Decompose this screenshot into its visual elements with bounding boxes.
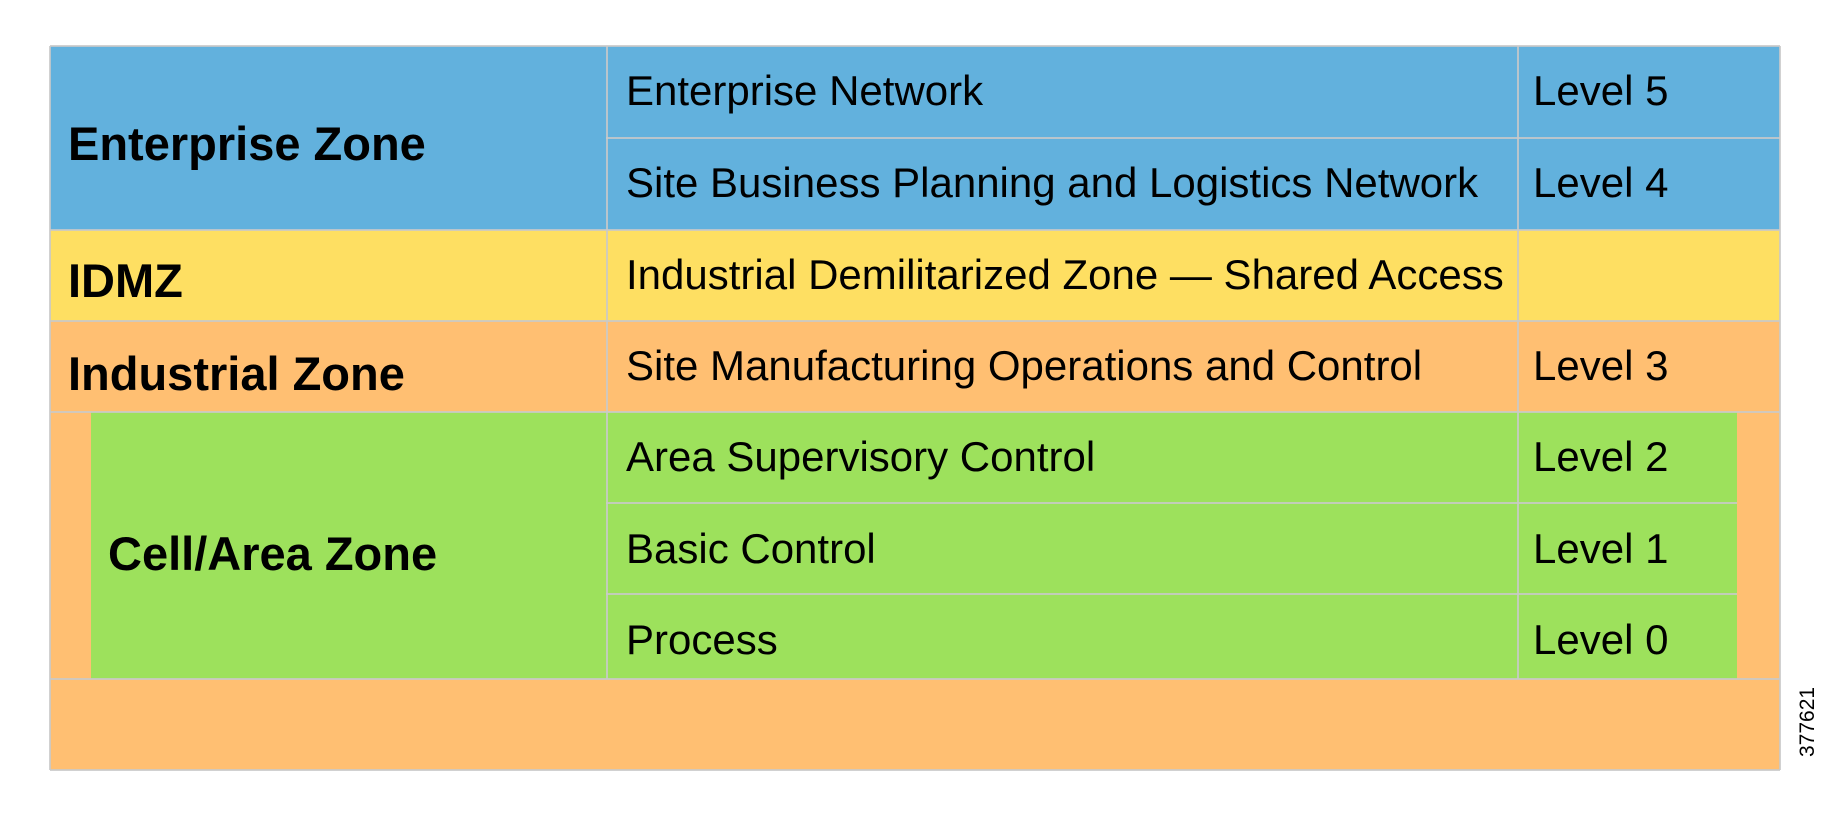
row-name: Enterprise Network	[626, 67, 984, 114]
row-divider	[50, 229, 1780, 231]
figure-id: 377621	[1796, 686, 1819, 757]
column-divider-right	[1517, 46, 1519, 679]
row-divider	[50, 411, 1780, 413]
outer-border-bottom	[50, 769, 1780, 771]
row-level: Level 5	[1533, 67, 1669, 114]
row-name: Industrial Demilitarized Zone — Shared A…	[626, 251, 1504, 298]
idmz-label: IDMZ	[68, 254, 183, 307]
idmz-block	[50, 230, 1780, 321]
row-level: Level 4	[1533, 159, 1669, 206]
row-name: Site Manufacturing Operations and Contro…	[626, 342, 1423, 389]
row-level: Level 2	[1533, 433, 1669, 480]
row-divider	[606, 502, 1737, 504]
outer-border-top	[50, 45, 1780, 47]
row-name: Site Business Planning and Logistics Net…	[626, 159, 1479, 206]
cell-area-zone-label: Cell/Area Zone	[108, 527, 438, 580]
row-divider	[606, 137, 1780, 139]
industrial-zone-label: Industrial Zone	[68, 347, 405, 400]
row-level: Level 0	[1533, 616, 1669, 663]
row-divider	[50, 320, 1780, 322]
row-level: Level 3	[1533, 342, 1669, 389]
row-name: Basic Control	[626, 525, 876, 572]
row-name: Process	[626, 616, 778, 663]
row-name: Area Supervisory Control	[626, 433, 1096, 480]
column-divider-left	[606, 46, 608, 679]
outer-border-left	[49, 46, 51, 770]
row-divider	[606, 593, 1737, 595]
outer-border-right	[1779, 46, 1781, 770]
cell-area-zone-block	[91, 412, 1737, 679]
row-level: Level 1	[1533, 525, 1669, 572]
enterprise-zone-label: Enterprise Zone	[68, 117, 426, 170]
row-divider	[50, 678, 1780, 680]
